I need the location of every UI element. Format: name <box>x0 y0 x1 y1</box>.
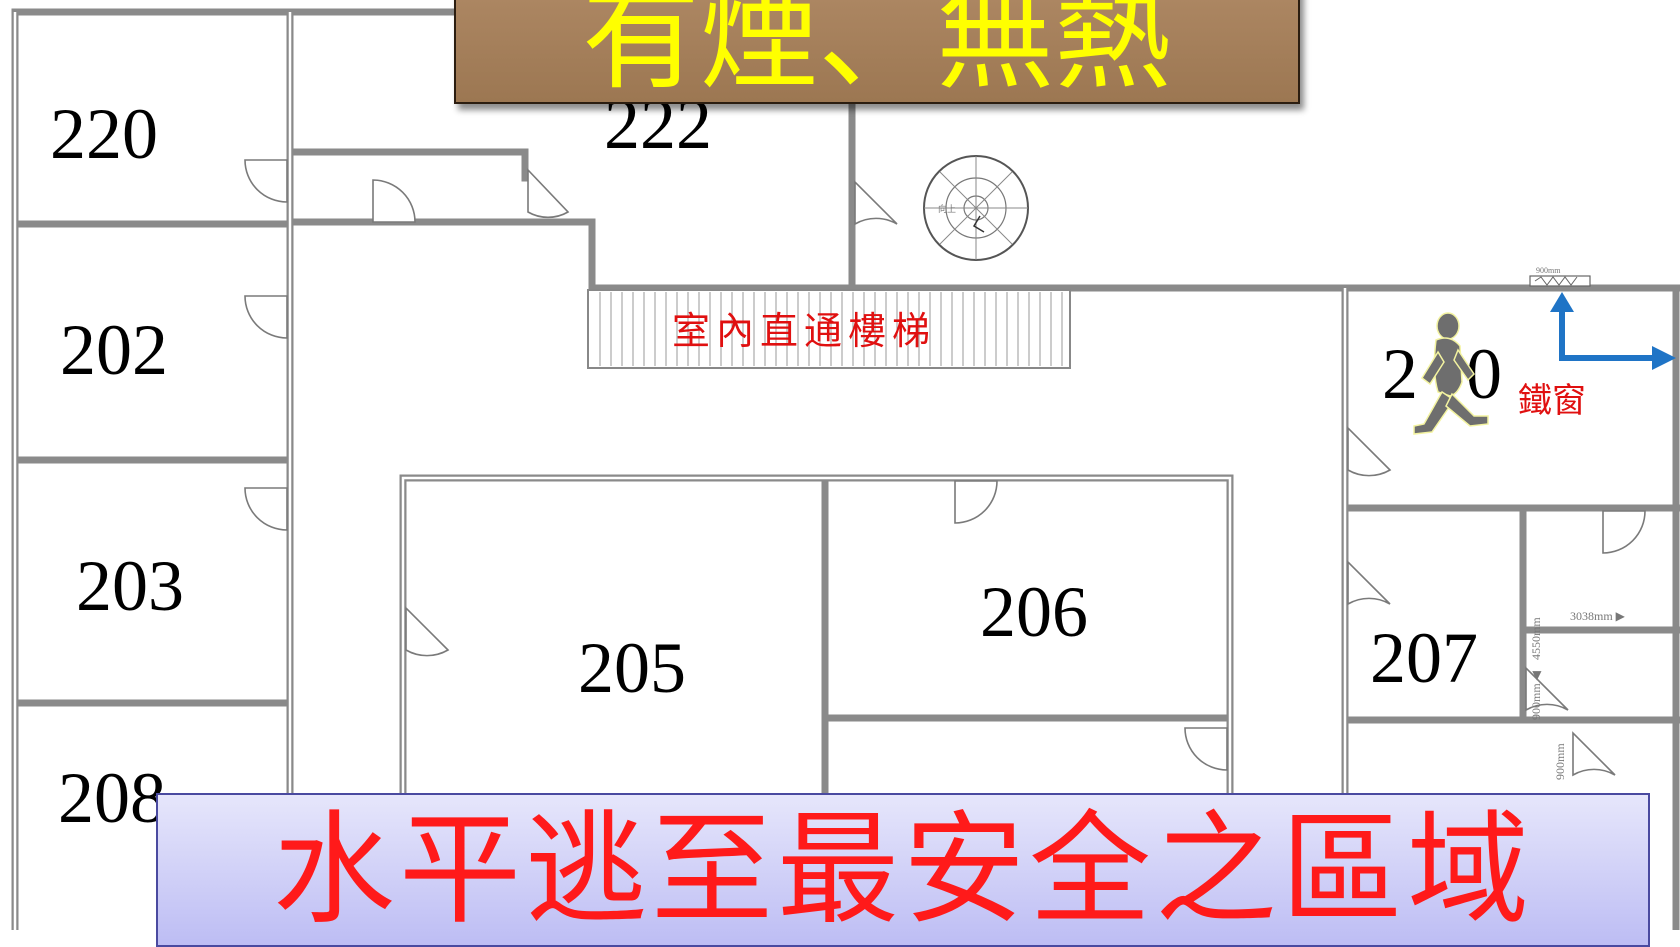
dim-900b-label: 900mm <box>1553 743 1567 780</box>
door-207 <box>1347 560 1391 606</box>
direction-arrows-icon <box>1550 292 1676 370</box>
running-person-icon <box>1413 312 1489 435</box>
dimension-labels: 3038mm ▶ 4550mm 900mm ◀ 900mm <box>1529 609 1626 780</box>
door-206-lower <box>1184 727 1228 771</box>
door-222-b <box>854 180 898 226</box>
evacuate-horizontally-banner: 水平逃至最安全之區域 <box>156 793 1650 947</box>
wall-highlights <box>13 12 1347 930</box>
corridor-north-wall-a <box>286 148 529 182</box>
room-206-label: 206 <box>980 572 1088 652</box>
stair-treads <box>599 292 1063 366</box>
door-203 <box>244 487 288 531</box>
stairs-label: 室內直通樓梯 <box>672 309 936 353</box>
doors <box>244 159 1646 777</box>
dim-900a-label: 900mm ◀ <box>1529 670 1543 720</box>
door-210 <box>1347 426 1392 477</box>
room-203-label: 203 <box>76 546 184 626</box>
door-222-a <box>527 168 570 219</box>
dim-3038-label: 3038mm ▶ <box>1570 609 1626 623</box>
door-202 <box>244 295 288 339</box>
spiral-up-label: 向上 <box>938 203 956 214</box>
door-small-a <box>1602 510 1646 554</box>
room-205-label: 205 <box>578 628 686 708</box>
smoke-no-heat-banner: 有煙、無熱 <box>454 0 1300 104</box>
door-corridor <box>372 179 416 223</box>
dim-4550-label: 4550mm <box>1529 617 1543 660</box>
door-206 <box>954 480 998 524</box>
indoor-stairs: 室內直通樓梯 <box>587 289 1071 369</box>
room-207-label: 207 <box>1370 618 1478 698</box>
spiral-stair-icon: 向上 <box>923 155 1029 261</box>
room-222-wall <box>286 96 856 292</box>
iron-window-label: 鐵窗 <box>1518 381 1586 421</box>
room-220-label: 220 <box>50 94 158 174</box>
door-small-b <box>1525 666 1569 712</box>
door-220 <box>244 159 288 203</box>
room-210-label-prefix: 2 <box>1382 334 1418 414</box>
door-small-c <box>1572 731 1616 777</box>
room-208-label: 208 <box>58 758 166 838</box>
door-205 <box>405 606 450 657</box>
window-marker-icon: 900mm <box>1529 266 1591 287</box>
room-202-label: 202 <box>60 310 168 390</box>
dim-top-label: 900mm <box>1536 266 1561 275</box>
